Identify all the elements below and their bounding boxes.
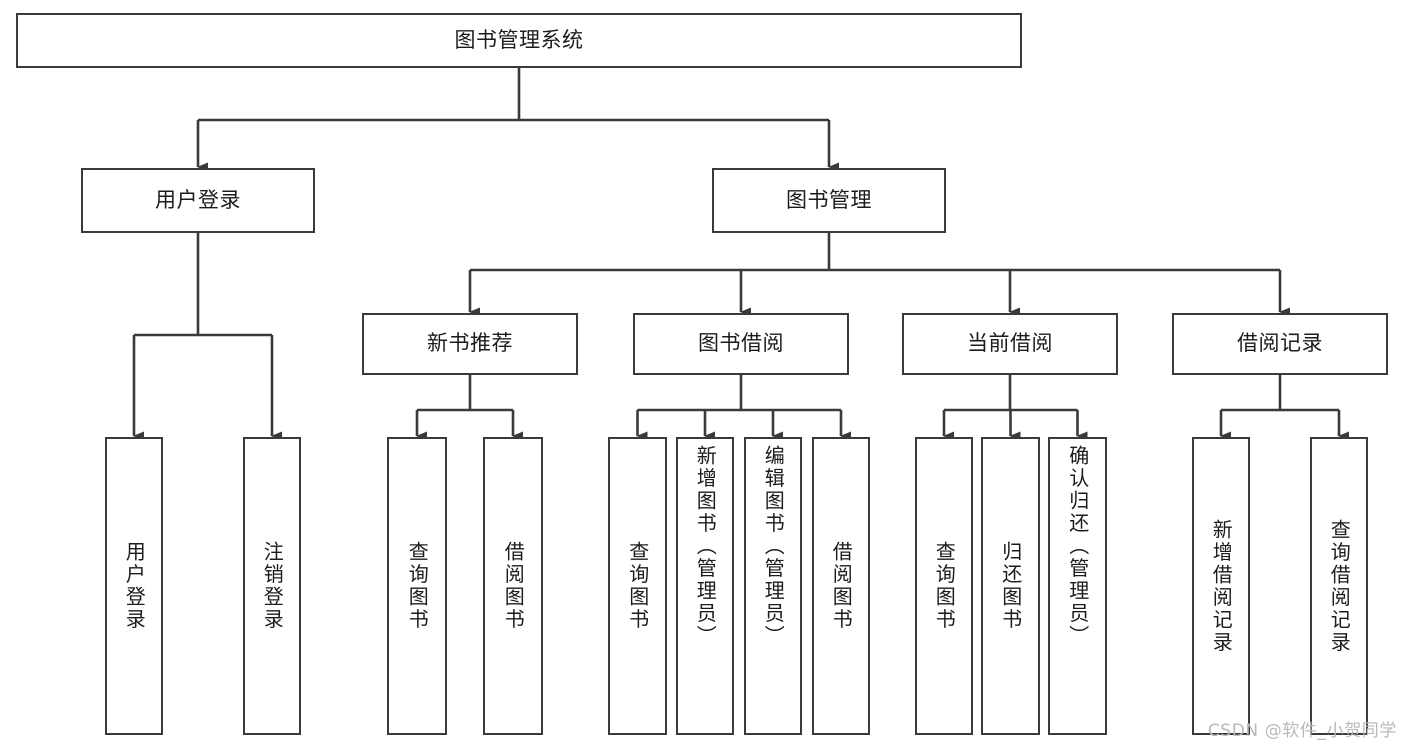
node-book-manage-label: 图书管理: [786, 187, 872, 212]
node-book-manage[interactable]: 图书管理: [712, 168, 946, 233]
node-leaf-logout-login[interactable]: 注销登录: [243, 437, 301, 735]
node-leaf-borrow-book[interactable]: 借阅图书: [812, 437, 870, 735]
node-new-book-recommend-label: 新书推荐: [427, 331, 513, 356]
node-root[interactable]: 图书管理系统: [16, 13, 1022, 68]
node-leaf-query-book-borrow[interactable]: 查询图书: [608, 437, 667, 735]
node-leaf-add-borrow-record-label: 新增借阅记录: [1209, 518, 1234, 654]
node-leaf-user-login[interactable]: 用户登录: [105, 437, 163, 735]
node-leaf-query-book-recommend-label: 查询图书: [405, 541, 430, 631]
node-root-label: 图书管理系统: [454, 27, 584, 52]
node-new-book-recommend[interactable]: 新书推荐: [362, 313, 578, 375]
edge-group: [132, 68, 1349, 441]
node-leaf-query-borrow-record-label: 查询借阅记录: [1327, 518, 1352, 654]
node-leaf-query-book-current[interactable]: 查询图书: [915, 437, 973, 735]
node-borrow-record[interactable]: 借阅记录: [1172, 313, 1388, 375]
node-leaf-logout-login-label: 注销登录: [260, 541, 285, 631]
node-current-borrow[interactable]: 当前借阅: [902, 313, 1118, 375]
node-leaf-return-book-label: 归还图书: [998, 541, 1023, 631]
node-book-borrow[interactable]: 图书借阅: [633, 313, 849, 375]
node-leaf-confirm-return-admin-label: 确认归还（管理员）: [1065, 445, 1090, 648]
node-leaf-edit-book-admin-label: 编辑图书（管理员）: [761, 445, 786, 648]
node-book-borrow-label: 图书借阅: [698, 331, 784, 356]
node-user-login[interactable]: 用户登录: [81, 168, 315, 233]
node-leaf-add-borrow-record[interactable]: 新增借阅记录: [1192, 437, 1250, 735]
node-leaf-borrow-book-recommend[interactable]: 借阅图书: [483, 437, 543, 735]
node-borrow-record-label: 借阅记录: [1237, 331, 1323, 356]
node-leaf-add-book-admin-label: 新增图书（管理员）: [693, 445, 718, 648]
node-current-borrow-label: 当前借阅: [967, 331, 1053, 356]
node-leaf-query-book-borrow-label: 查询图书: [625, 541, 650, 631]
node-leaf-return-book[interactable]: 归还图书: [981, 437, 1040, 735]
node-leaf-query-book-current-label: 查询图书: [932, 541, 957, 631]
node-leaf-borrow-book-recommend-label: 借阅图书: [501, 541, 526, 631]
node-leaf-edit-book-admin[interactable]: 编辑图书（管理员）: [744, 437, 802, 735]
node-leaf-confirm-return-admin[interactable]: 确认归还（管理员）: [1048, 437, 1107, 735]
node-leaf-borrow-book-label: 借阅图书: [829, 541, 854, 631]
node-user-login-label: 用户登录: [155, 187, 241, 212]
node-leaf-query-book-recommend[interactable]: 查询图书: [387, 437, 447, 735]
node-leaf-add-book-admin[interactable]: 新增图书（管理员）: [676, 437, 734, 735]
node-leaf-query-borrow-record[interactable]: 查询借阅记录: [1310, 437, 1368, 735]
node-leaf-user-login-label: 用户登录: [122, 541, 147, 631]
